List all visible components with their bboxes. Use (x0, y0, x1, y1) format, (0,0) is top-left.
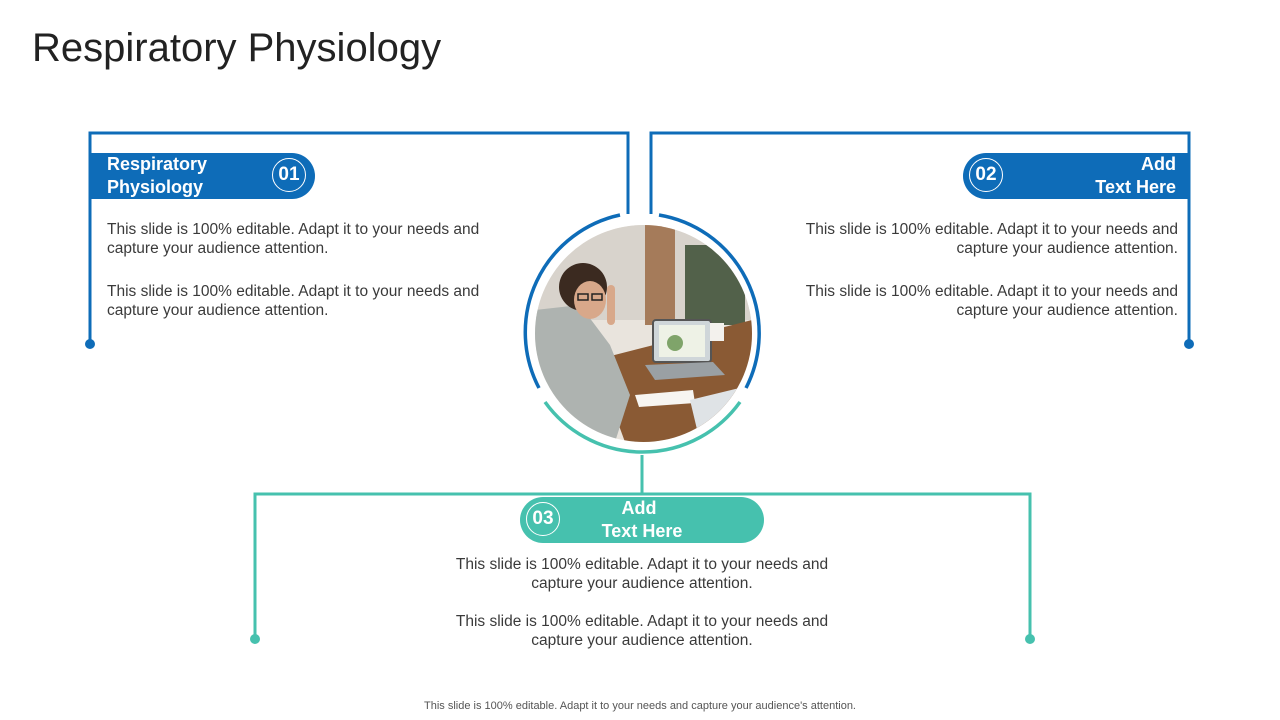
item-02-text-2: This slide is 100% editable. Adapt it to… (805, 283, 1178, 319)
item-03-header: 03 Add Text Here (520, 497, 764, 543)
item-03-label: Add Text Here (520, 497, 764, 543)
item-01-text-2: This slide is 100% editable. Adapt it to… (107, 283, 480, 319)
item-01-label: Respiratory Physiology (107, 153, 207, 199)
arc-bottom (543, 400, 742, 454)
left-bracket-line (88, 131, 630, 343)
item-02-label-line2: Text Here (1095, 177, 1176, 197)
item-03-number-badge: 03 (526, 502, 560, 536)
bottom-left-dot (250, 634, 260, 644)
bottom-bracket-line (253, 492, 1032, 638)
item-03-text-1: This slide is 100% editable. Adapt it to… (455, 556, 829, 592)
item-02-label: Add Text Here (1095, 153, 1176, 199)
item-03-text-2: This slide is 100% editable. Adapt it to… (455, 613, 829, 649)
item-01-header: Respiratory Physiology 01 (90, 153, 315, 199)
item-03-label-line1: Add (621, 498, 657, 518)
right-end-dot (1184, 339, 1194, 349)
item-01-label-line1: Respiratory (107, 154, 208, 174)
footer-note: This slide is 100% editable. Adapt it to… (424, 700, 856, 712)
center-photo (535, 225, 752, 442)
arc-left (523, 213, 621, 389)
item-01-number-badge: 01 (272, 158, 306, 192)
right-bracket-line (649, 131, 1191, 343)
bottom-right-dot (1025, 634, 1035, 644)
arc-right (658, 213, 761, 389)
item-03-label-line2: Text Here (601, 521, 683, 541)
item-02-header: 02 Add Text Here (963, 153, 1189, 199)
item-02-label-line1: Add (1141, 154, 1176, 174)
item-01-text-1: This slide is 100% editable. Adapt it to… (107, 221, 480, 257)
item-02-number-badge: 02 (969, 158, 1003, 192)
item-02-text-1: This slide is 100% editable. Adapt it to… (805, 221, 1178, 257)
item-01-label-line2: Physiology (107, 177, 204, 197)
left-end-dot (85, 339, 95, 349)
page-title: Respiratory Physiology (32, 26, 442, 70)
